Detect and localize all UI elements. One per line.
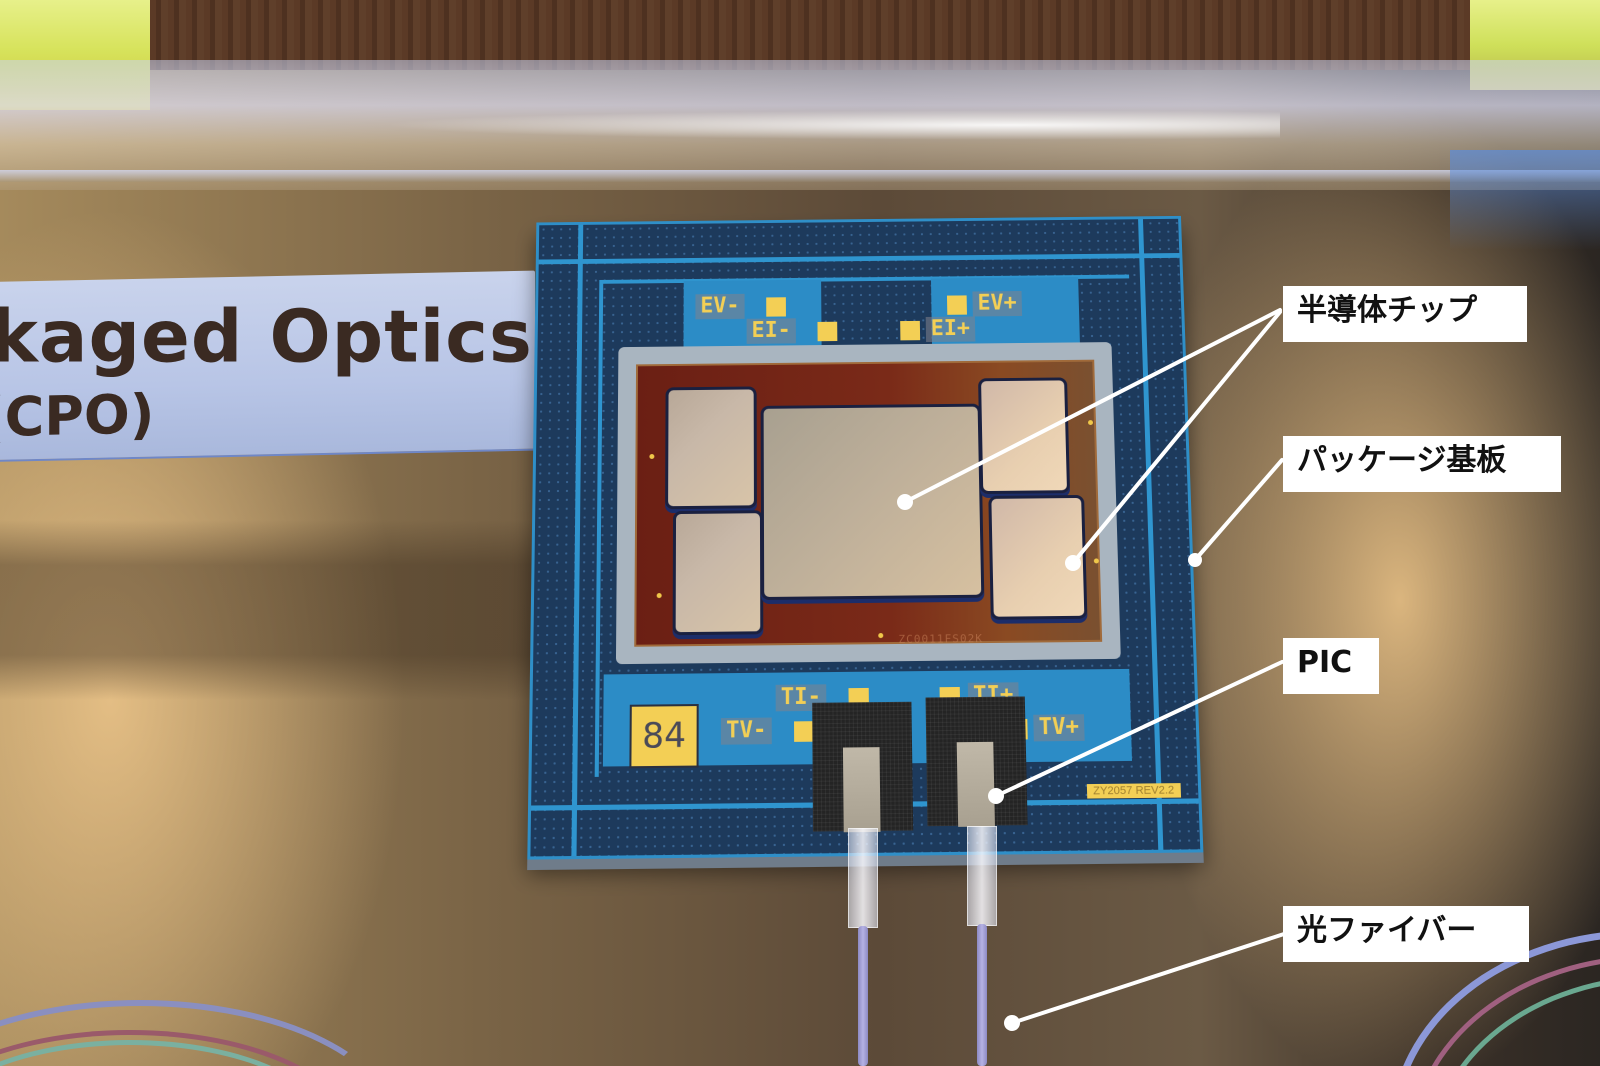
fiber-bundle-left-inner2	[0, 1040, 340, 1066]
wood-wall	[150, 0, 1470, 70]
pic-window	[842, 747, 881, 833]
callout-semiconductor-chip: 半導体チップ	[1283, 286, 1527, 342]
fiducial-dot	[878, 633, 884, 639]
fiducial-dot	[1093, 558, 1099, 564]
substrate-trace	[571, 224, 584, 857]
fiducial-dot	[1087, 420, 1094, 426]
blue-glare	[1450, 150, 1600, 250]
hbm-die-bottom-left	[672, 510, 764, 636]
pad-ei-minus	[817, 321, 838, 342]
interposer: ZC0011FS02K	[634, 359, 1103, 647]
hbm-die-top-right	[978, 377, 1071, 495]
optical-fiber-right	[977, 924, 987, 1066]
pad-label-ei-plus: EI+	[925, 316, 976, 343]
pad-ev-minus	[766, 297, 786, 317]
fiducial-dot	[649, 454, 655, 460]
pad-label-tv-plus: TV+	[1033, 714, 1085, 742]
table-shadow	[0, 520, 560, 700]
callout-package-substrate: パッケージ基板	[1283, 436, 1561, 492]
pad-label-ev-minus: EV-	[695, 293, 745, 320]
optical-fiber-left	[858, 926, 868, 1066]
fiber-bundle-left-inner	[0, 1030, 360, 1066]
package-substrate: EV- EI- EV+ EI+ ZC0011FS02K TI- TI+ TV-	[527, 215, 1204, 860]
title-card-line2: (CPO)	[0, 382, 155, 450]
callout-optical-fiber: 光ファイバー	[1283, 906, 1529, 962]
pad-label-ei-minus: EI-	[746, 318, 796, 344]
pad-label-ev-plus: EV+	[972, 290, 1022, 317]
pad-ev-plus	[946, 295, 967, 315]
hbm-die-top-left	[665, 386, 757, 510]
title-card-line1: kaged Optics	[0, 294, 533, 379]
pic-window	[956, 741, 995, 827]
title-card: kaged Optics (CPO)	[0, 270, 535, 460]
callout-pic: PIC	[1283, 638, 1379, 694]
die-marking: ZC0011FS02K	[898, 631, 984, 646]
acrylic-edge	[0, 170, 1600, 182]
substrate-trace	[594, 279, 604, 777]
revision-label: ZY2057 REV2.2	[1086, 783, 1181, 799]
fiber-ferrule-left	[848, 828, 878, 928]
pad-ei-plus	[900, 320, 921, 341]
substrate-trace	[538, 253, 1180, 265]
fiber-ferrule-right	[967, 826, 997, 926]
hbm-die-bottom-right	[988, 494, 1088, 620]
fiber-bundle-left	[0, 1000, 400, 1066]
pic-chip-right	[925, 696, 1028, 827]
pic-chip-left	[812, 701, 914, 833]
lot-number-badge: 84	[629, 703, 699, 769]
acrylic-reflection	[380, 110, 1280, 140]
fiducial-dot	[656, 593, 662, 599]
main-asic-die	[760, 403, 985, 601]
pad-label-tv-minus: TV-	[720, 717, 772, 745]
substrate-trace	[1138, 219, 1164, 850]
